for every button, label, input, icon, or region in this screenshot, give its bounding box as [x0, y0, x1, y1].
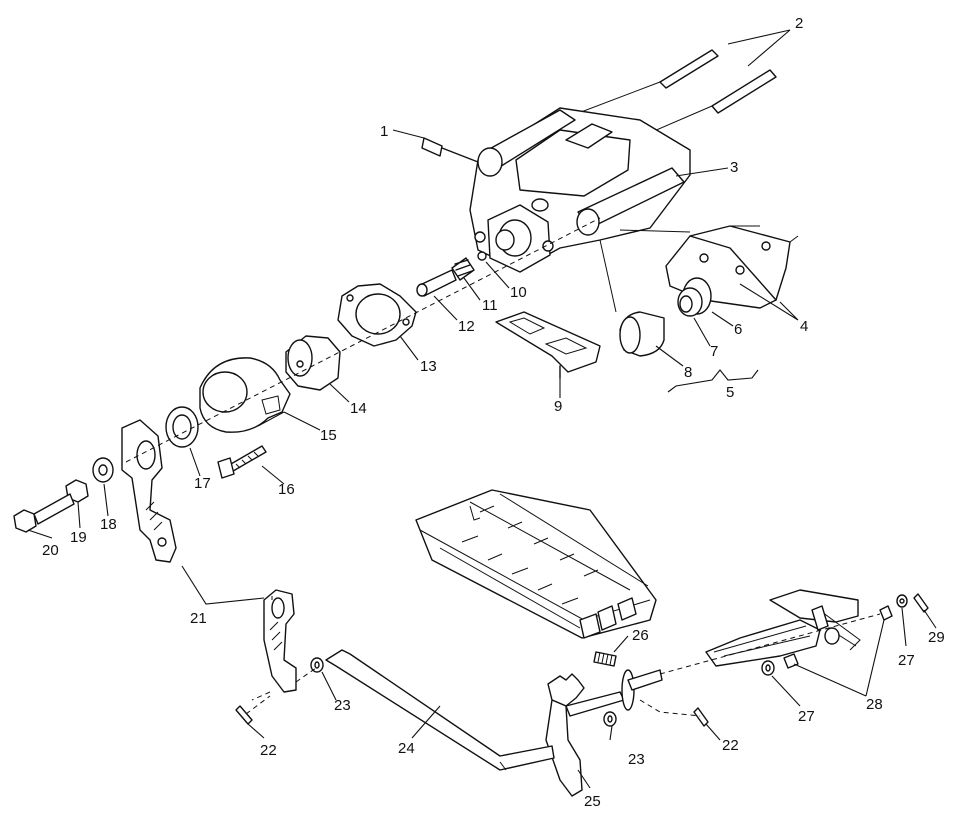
callout-1: 1	[380, 123, 388, 140]
part-8-puck	[619, 311, 665, 357]
part-27-washer-upper	[896, 594, 908, 608]
part-28-bushing-lower	[783, 653, 799, 669]
part-20-bolt	[13, 493, 75, 533]
callout-21: 21	[190, 610, 207, 627]
footrest-board	[415, 489, 657, 639]
part-25-brake-pedal	[545, 669, 663, 797]
part-22-cotter-pin-right	[693, 707, 709, 727]
callout-7: 7	[710, 343, 718, 360]
callout-29: 29	[928, 629, 945, 646]
callout-16: 16	[278, 481, 295, 498]
callout-3: 3	[730, 159, 738, 176]
callout-18: 18	[100, 516, 117, 533]
callout-27-lower: 27	[798, 708, 815, 725]
callout-15: 15	[320, 427, 337, 444]
callout-12: 12	[458, 318, 475, 335]
part-14-cam	[285, 335, 341, 391]
part-23-washer-left	[310, 657, 324, 673]
callout-23-right: 23	[628, 751, 645, 768]
callout-10: 10	[510, 284, 527, 301]
callout-22-left: 22	[260, 742, 277, 759]
part-6-7-bushing	[677, 277, 712, 317]
callout-14: 14	[350, 400, 367, 417]
part-12-pin	[416, 269, 457, 297]
callout-4: 4	[800, 318, 808, 335]
callout-24: 24	[398, 740, 415, 757]
footrest-mount	[705, 589, 861, 667]
callout-9: 9	[554, 398, 562, 415]
part-16-screw	[217, 445, 267, 479]
callout-25: 25	[584, 793, 601, 810]
part-24-pushrod	[325, 649, 555, 771]
callout-17: 17	[194, 475, 211, 492]
callout-20: 20	[42, 542, 59, 559]
part-28-bushing-upper	[879, 605, 893, 621]
part-18-lever-arm	[121, 419, 177, 563]
callout-13: 13	[420, 358, 437, 375]
callout-5: 5	[726, 384, 734, 401]
part-26-spring	[593, 651, 617, 667]
part-21-linkage	[263, 589, 297, 693]
callout-19: 19	[70, 529, 87, 546]
callout-28: 28	[866, 696, 883, 713]
assembly-axes	[125, 217, 881, 717]
part-29-cotter-pin	[913, 593, 929, 613]
part-5-bracket	[667, 369, 759, 393]
part-22-cotter-pin-left	[235, 705, 253, 725]
part-10-11-spring	[451, 251, 487, 281]
part-27-washer-lower	[761, 660, 775, 676]
callout-2: 2	[795, 15, 803, 32]
callout-26: 26	[632, 627, 649, 644]
part-13-gasket-plate	[337, 283, 417, 347]
callout-8: 8	[684, 364, 692, 381]
part-9-pad-clip	[495, 311, 601, 379]
part-18-washer	[92, 457, 114, 483]
leader-lines	[27, 29, 937, 789]
callout-23-left: 23	[334, 697, 351, 714]
callout-11: 11	[482, 297, 498, 314]
callout-6: 6	[734, 321, 742, 338]
callout-22-right: 22	[722, 737, 739, 754]
part-23-washer-right	[603, 711, 617, 727]
callout-27-upper: 27	[898, 652, 915, 669]
part-1-bleeder-screw	[421, 137, 479, 163]
part-15-actuator-cup	[199, 357, 291, 433]
callout-numbers: 1 2 3 4 5 6 7 8 9 10 11 12 13 14 15 16 1…	[42, 15, 945, 810]
